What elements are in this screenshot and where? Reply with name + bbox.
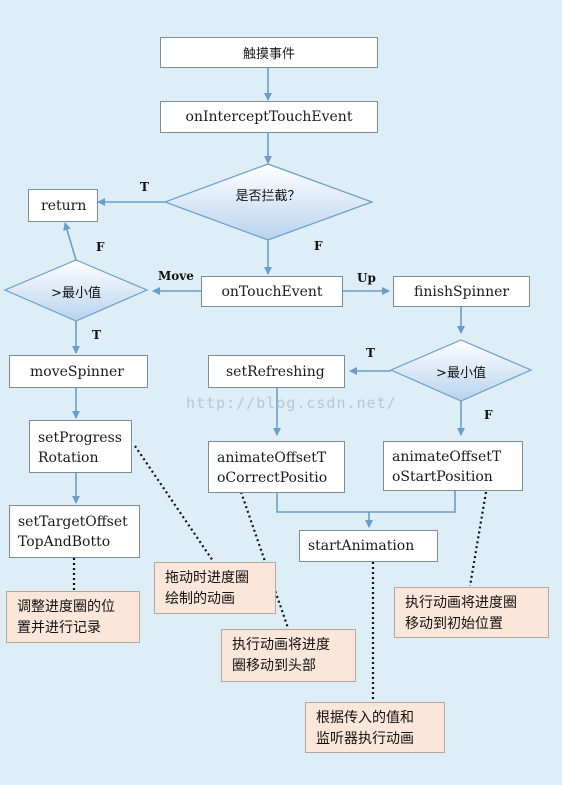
- touch-event-box[interactable]: 触摸事件: [160, 37, 378, 68]
- intercept-decision-label: 是否拦截？: [235, 189, 301, 204]
- edge-label-intercept-true: T: [140, 180, 149, 194]
- note-move-to-top: 执行动画将进度 圈移动到头部: [221, 629, 356, 682]
- start-animation-box[interactable]: startAnimation: [299, 530, 438, 562]
- animate-offset-to-correct-position-box[interactable]: animateOffsetT oCorrectPositio: [208, 441, 345, 493]
- edge-label-right-false: F: [484, 408, 493, 422]
- edge-label-right-true: T: [366, 346, 375, 360]
- on-intercept-touch-event-box[interactable]: onInterceptTouchEvent: [160, 101, 378, 133]
- set-refreshing-box[interactable]: setRefreshing: [208, 355, 345, 388]
- merge-line-animations: [276, 491, 456, 513]
- min-left-decision-label: >最小值: [51, 286, 101, 301]
- edge-label-up: Up: [357, 271, 376, 285]
- edge-label-move: Move: [158, 269, 194, 283]
- note-move-to-start: 执行动画将进度圈 移动到初始位置: [394, 587, 549, 638]
- return-box[interactable]: return: [28, 189, 98, 222]
- edge-label-left-true: T: [92, 328, 101, 342]
- note-drag-animation: 拖动时进度圈 绘制的动画: [154, 562, 276, 614]
- edge-label-intercept-false: F: [314, 239, 323, 253]
- note-by-value-listener: 根据传入的值和 监听器执行动画: [305, 702, 445, 753]
- min-right-decision-label: >最小值: [436, 366, 486, 381]
- note-link-start: [468, 491, 488, 587]
- animate-offset-to-start-position-box[interactable]: animateOffsetT oStartPosition: [383, 441, 523, 491]
- arrow-minleft-to-return: [63, 222, 77, 261]
- note-link-drag: [134, 445, 214, 562]
- note-record-position: 调整进度圈的位 置并进行记录: [6, 591, 140, 643]
- note-link-top: [239, 491, 290, 629]
- move-spinner-box[interactable]: moveSpinner: [9, 355, 148, 388]
- edge-label-return-false: F: [96, 240, 105, 254]
- set-progress-rotation-box[interactable]: setProgress Rotation: [29, 420, 132, 473]
- on-touch-event-box[interactable]: onTouchEvent: [201, 276, 343, 307]
- watermark-text: http://blog.csdn.net/: [186, 394, 397, 412]
- finish-spinner-box[interactable]: finishSpinner: [393, 276, 530, 307]
- set-target-offset-box[interactable]: setTargetOffset TopAndBotto: [9, 505, 140, 558]
